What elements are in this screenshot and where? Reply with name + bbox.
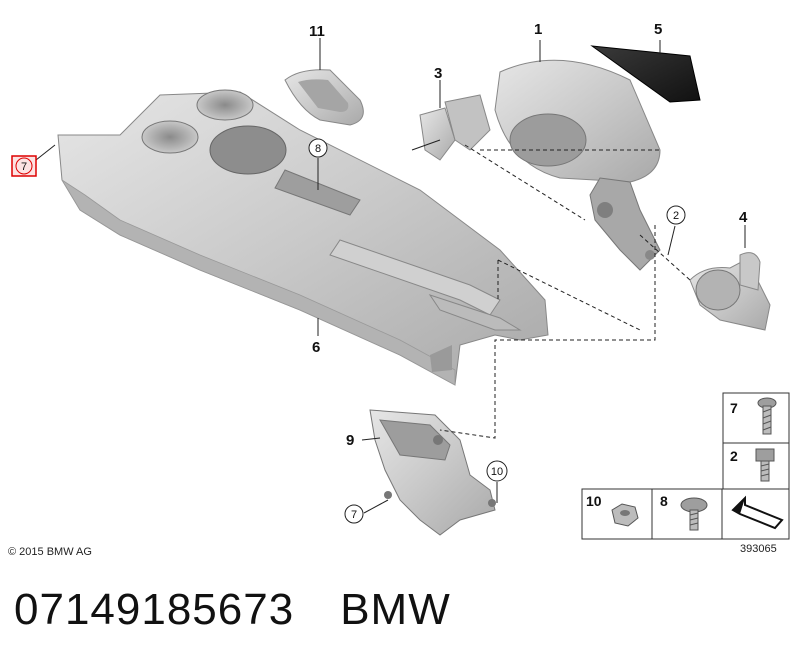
svg-text:7: 7 (351, 509, 357, 521)
bracket-part (411, 94, 491, 161)
circled-callout-2: 2 (666, 205, 686, 225)
circled-callout-7-bottom: 7 (344, 504, 364, 524)
circled-callout-8: 8 (308, 138, 328, 158)
part-footer: 07149185673 BMW (14, 585, 451, 635)
nut-icon (611, 503, 639, 527)
fastener-legend: 7 2 10 8 (581, 392, 790, 540)
callout-9: 9 (346, 432, 354, 449)
callout-1: 1 (534, 21, 542, 38)
assembly-lines (439, 144, 691, 439)
callout-6: 6 (312, 339, 320, 356)
legend-label-8: 8 (660, 493, 668, 509)
legend-label-10: 10 (586, 493, 602, 509)
armrest-part (494, 59, 661, 271)
tray-cover-part (284, 69, 364, 126)
callout-4: 4 (739, 209, 748, 226)
svg-text:8: 8 (315, 143, 321, 155)
bolt-icon (755, 448, 775, 482)
armrest-pad-part (590, 45, 701, 103)
callout-5: 5 (654, 21, 662, 38)
leader-lines (35, 38, 746, 514)
image-number: 393065 (740, 543, 777, 555)
svg-text:2: 2 (673, 210, 679, 222)
highlighted-callout-7: 7 (11, 155, 37, 177)
mounting-direction-icon (731, 495, 784, 530)
parts-diagram: 1 5 3 4 11 6 9 8 2 10 7 7 7 2 (8, 21, 790, 558)
brand-name: BMW (340, 585, 451, 634)
copyright: © 2015 BMW AG (8, 546, 92, 558)
screw-icon (757, 397, 777, 435)
mounting-bracket-part (369, 409, 496, 536)
part-number: 07149185673 (14, 585, 295, 634)
svg-text:7: 7 (21, 161, 27, 173)
circled-callout-10: 10 (486, 460, 508, 482)
center-console-part (57, 89, 549, 386)
legend-label-7: 7 (730, 400, 738, 416)
callout-11: 11 (309, 23, 325, 40)
pan-head-screw-icon (680, 497, 708, 531)
legend-label-2: 2 (730, 448, 738, 464)
callout-3: 3 (434, 65, 442, 82)
svg-text:10: 10 (491, 466, 503, 478)
cup-cover-part (689, 252, 771, 331)
